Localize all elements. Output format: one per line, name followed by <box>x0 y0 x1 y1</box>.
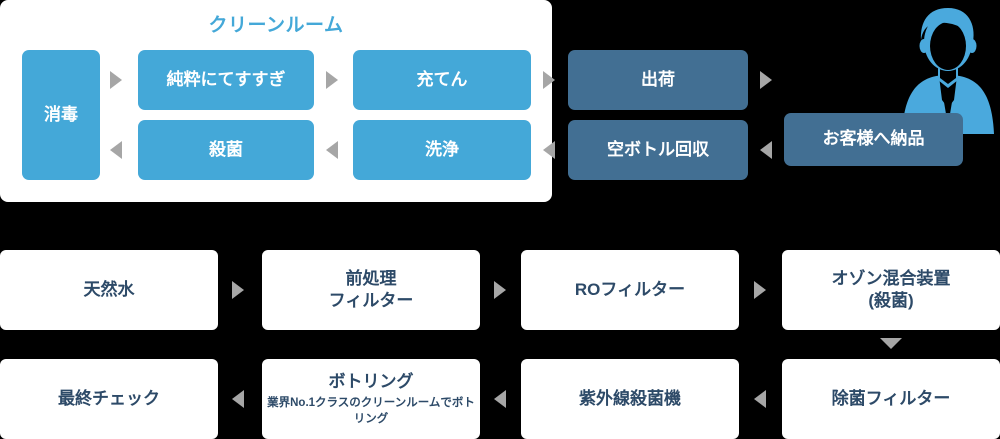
water-box-label-line2: フィルター <box>328 291 414 310</box>
arrow-down-icon <box>880 338 902 349</box>
arrow-left-icon <box>543 141 555 159</box>
water-box-ozone-mixer[interactable]: オゾン混合装置 (殺菌) <box>782 250 1000 330</box>
water-box-zenshori-filter[interactable]: 前処理 フィルター <box>262 250 480 330</box>
arrow-left-icon <box>754 390 766 408</box>
process-box-label: 出荷 <box>641 69 675 89</box>
clean-room-title: クリーンルーム <box>208 15 344 36</box>
arrow-right-icon <box>110 71 122 89</box>
water-box-uv-sterilizer[interactable]: 紫外線殺菌機 <box>521 359 739 439</box>
arrow-left-icon <box>110 141 122 159</box>
arrow-left-icon <box>760 141 772 159</box>
water-box-label: 紫外線殺菌機 <box>579 388 681 408</box>
water-box-label: 除菌フィルター <box>831 388 951 408</box>
water-box-label-line1: オゾン混合装置 <box>831 268 951 288</box>
process-box-sakkin[interactable]: 殺菌 <box>138 120 314 180</box>
businessman-avatar-icon <box>902 8 994 134</box>
arrow-right-icon <box>232 281 244 299</box>
arrow-right-icon <box>494 281 506 299</box>
water-box-bottling[interactable]: ボトリング 業界No.1クラスのクリーンルームでボトリング <box>262 359 480 439</box>
water-box-label: 天然水 <box>83 279 135 299</box>
arrow-left-icon <box>232 390 244 408</box>
process-box-label: 純粋にてすすぎ <box>166 69 286 89</box>
water-box-jokin-filter[interactable]: 除菌フィルター <box>782 359 1000 439</box>
water-box-label: ボトリング <box>328 371 414 391</box>
process-box-shodoku[interactable]: 消毒 <box>22 50 100 180</box>
process-box-kara-bottle-kaishu[interactable]: 空ボトル回収 <box>568 120 748 180</box>
water-box-label-line1: 前処理 <box>345 268 397 288</box>
arrow-left-icon <box>494 390 506 408</box>
process-box-senjo[interactable]: 洗浄 <box>353 120 531 180</box>
water-box-ro-filter[interactable]: ROフィルター <box>521 250 739 330</box>
process-box-label: 消毒 <box>44 104 78 124</box>
arrow-right-icon <box>754 281 766 299</box>
arrow-right-icon <box>543 71 555 89</box>
process-box-okyakusama-e-nohin[interactable]: お客様へ納品 <box>784 113 963 166</box>
process-box-label: 空ボトル回収 <box>607 139 709 159</box>
water-box-label-line2: (殺菌) <box>868 291 914 310</box>
process-box-label: 充てん <box>416 69 468 89</box>
arrow-right-icon <box>760 71 772 89</box>
water-box-label: 最終チェック <box>58 388 160 408</box>
water-box-sublabel: 業界No.1クラスのクリーンルームでボトリング <box>267 397 475 425</box>
process-box-label: 殺菌 <box>209 139 243 159</box>
process-box-label: 洗浄 <box>425 139 459 159</box>
arrow-left-icon <box>326 141 338 159</box>
process-box-junsui-susugi[interactable]: 純粋にてすすぎ <box>138 50 314 110</box>
water-box-saishu-check[interactable]: 最終チェック <box>0 359 218 439</box>
process-box-juten[interactable]: 充てん <box>353 50 531 110</box>
arrow-right-icon <box>326 71 338 89</box>
water-box-label: ROフィルター <box>574 279 686 299</box>
water-box-tennensui[interactable]: 天然水 <box>0 250 218 330</box>
process-box-shukka[interactable]: 出荷 <box>568 50 748 110</box>
process-box-label: お客様へ納品 <box>822 129 925 149</box>
